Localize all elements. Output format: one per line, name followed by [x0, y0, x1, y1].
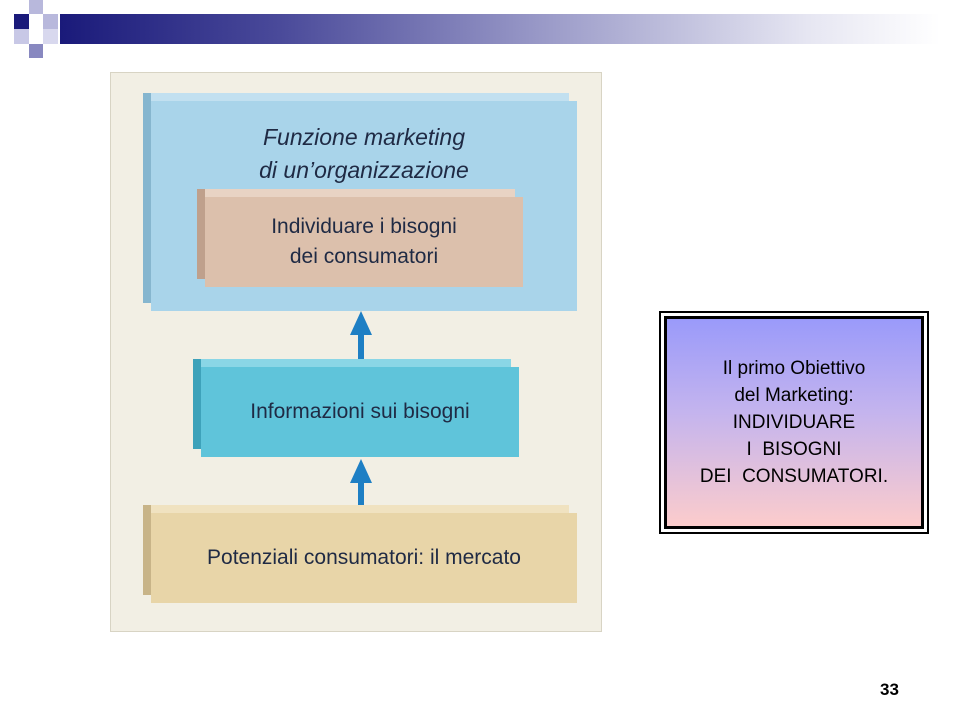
identify-needs-box-side: [197, 189, 205, 279]
header-square-light-4: [43, 29, 58, 44]
header-square-dark-1: [14, 14, 29, 29]
needs-information-box-face: Informazioni sui bisogni: [201, 367, 519, 457]
marketing-function-title-line-2: di un’organizzazione: [259, 157, 469, 183]
header-square-light-1: [29, 0, 43, 14]
marketing-function-box-side: [143, 93, 151, 303]
page-number: 33: [880, 680, 899, 699]
needs-information-label: Informazioni sui bisogni: [250, 400, 470, 423]
header-gradient-bar: [60, 14, 940, 44]
arrow-up-icon: [350, 311, 372, 363]
potential-consumers-box-top: [143, 505, 569, 513]
diagram-panel: Funzione marketing di un’organizzazione …: [110, 72, 602, 632]
needs-information-box-top: [193, 359, 511, 367]
objective-line-3: INDIVIDUARE: [732, 412, 856, 433]
needs-information-box-side: [193, 359, 201, 449]
header-square-light-3: [14, 29, 29, 44]
objective-line-2: del Marketing:: [734, 385, 854, 406]
objective-callout-inner: Il primo Obiettivo del Marketing: INDIVI…: [664, 316, 924, 529]
objective-line-5: DEI CONSUMATORI.: [699, 466, 889, 487]
potential-consumers-box-side: [143, 505, 151, 595]
marketing-function-box-top: [143, 93, 569, 101]
identify-needs-box: Individuare i bisogni dei consumatori: [197, 189, 523, 287]
potential-consumers-label: Potenziali consumatori: il mercato: [207, 546, 521, 569]
needs-information-box: Informazioni sui bisogni: [193, 359, 519, 457]
potential-consumers-box-face: Potenziali consumatori: il mercato: [151, 513, 577, 603]
identify-needs-line-1: Individuare i bisogni: [271, 215, 457, 238]
identify-needs-box-top: [197, 189, 515, 197]
objective-line-4: I BISOGNI: [746, 439, 842, 460]
arrow-up-icon: [350, 459, 372, 511]
header-square-mid-1: [29, 44, 43, 58]
identify-needs-line-2: dei consumatori: [289, 245, 439, 268]
potential-consumers-box: Potenziali consumatori: il mercato: [143, 505, 577, 603]
objective-callout: Il primo Obiettivo del Marketing: INDIVI…: [659, 311, 929, 534]
marketing-function-box-face: Funzione marketing di un’organizzazione: [151, 101, 577, 311]
header-square-light-2: [43, 14, 58, 29]
objective-line-1: Il primo Obiettivo: [722, 358, 866, 379]
identify-needs-box-face: Individuare i bisogni dei consumatori: [205, 197, 523, 287]
marketing-function-title-line-1: Funzione marketing: [263, 124, 465, 150]
